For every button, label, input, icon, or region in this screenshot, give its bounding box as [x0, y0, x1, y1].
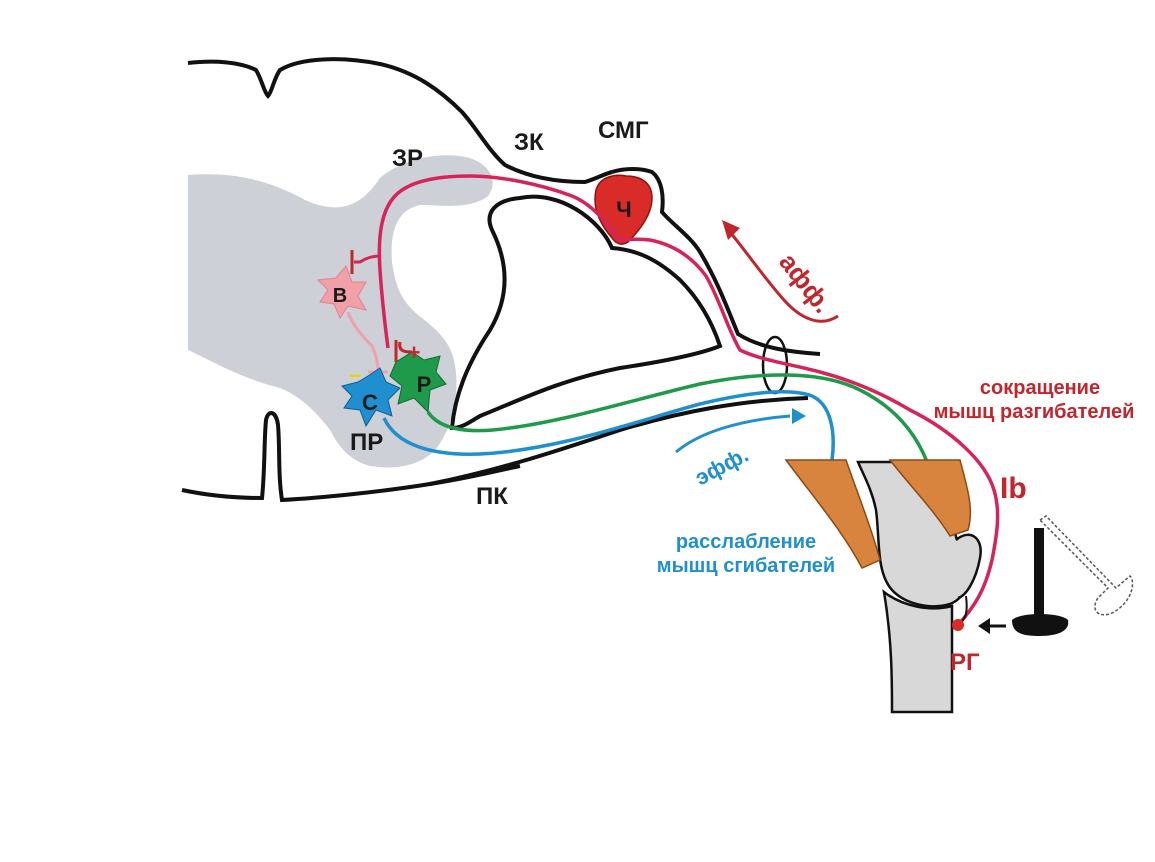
hammer-ghost — [1038, 515, 1134, 616]
afferent-arrow — [728, 231, 839, 323]
afferent-fiber — [377, 174, 1000, 627]
extensor-muscle — [888, 459, 972, 537]
patella — [955, 533, 982, 600]
label-extensor-contraction-line1: сокращение — [980, 377, 1100, 399]
efferent-extensor-fiber — [426, 373, 937, 487]
label-extensor-contraction-line2: мышц разгибателей — [934, 401, 1135, 423]
strike-arrowhead — [978, 618, 990, 634]
plus-sign: + — [408, 340, 421, 365]
afferent-arrowhead — [722, 220, 740, 240]
motoneuron-extensor-body — [389, 351, 447, 414]
label-dorsal-root: ЗР — [392, 145, 423, 172]
label-fiber-type: Ib — [1000, 472, 1027, 505]
label-sensory-cell: Ч — [616, 197, 631, 222]
label-spinal-ganglion: СМГ — [598, 117, 649, 144]
label-afferent: афф. — [773, 247, 838, 318]
tibia — [882, 589, 954, 714]
label-efferent: эфф. — [691, 442, 753, 491]
efferent-arrowhead — [792, 408, 806, 424]
motoneuron-flexor-body — [341, 367, 401, 428]
hammer-head — [1012, 614, 1069, 636]
label-flexor-relaxation-line1: расслабление — [676, 531, 816, 553]
label-interneuron: В — [333, 285, 347, 307]
efferent-arrow — [675, 414, 791, 454]
label-ventral-column: ПК — [476, 483, 508, 510]
interneuron-axon — [346, 311, 380, 373]
tendon-receptor-dot — [952, 619, 964, 631]
interneuron-body — [316, 265, 367, 320]
label-motoneuron-flexor: С — [362, 390, 378, 415]
spinal-cord-outline — [187, 57, 613, 185]
root-loop — [449, 194, 723, 431]
flexor-muscle — [784, 459, 881, 569]
synapse-extensor — [394, 340, 413, 362]
label-ventral-root: ПР — [350, 429, 383, 456]
efferent-flexor-fiber — [382, 390, 835, 493]
dorsal-root-outline — [611, 167, 821, 356]
afferent-collateral — [354, 254, 381, 264]
label-motoneuron-extensor: Р — [417, 372, 432, 397]
label-receptor: РГ — [950, 649, 980, 676]
label-dorsal-column: ЗК — [514, 129, 544, 156]
hammer-handle — [1034, 528, 1044, 620]
minus-sign: – — [349, 362, 361, 387]
ventral-root-outline — [429, 396, 809, 486]
label-flexor-relaxation-line2: мышц сгибателей — [657, 555, 835, 577]
